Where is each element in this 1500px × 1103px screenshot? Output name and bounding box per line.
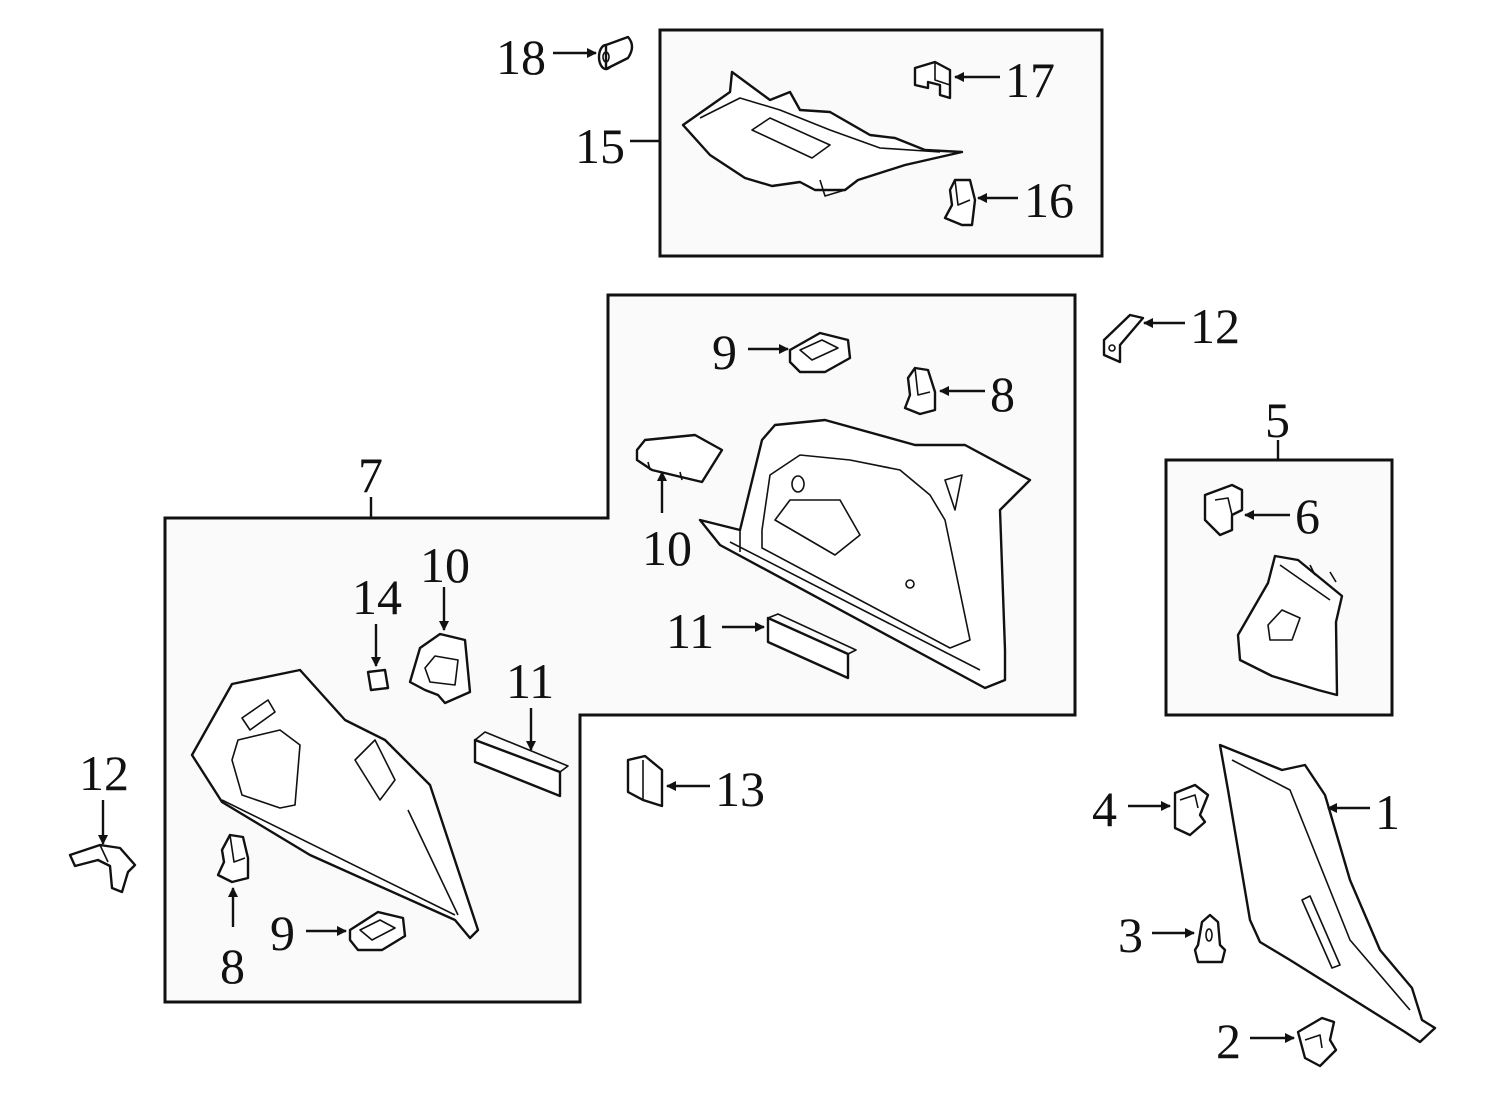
callout-7: 7: [358, 447, 383, 503]
push-pin-part-3: [1193, 913, 1227, 964]
callout-3: 3: [1118, 907, 1143, 963]
callout-8-upper: 8: [990, 366, 1015, 422]
callout-11-lower: 11: [506, 653, 554, 709]
callout-12-upper: 12: [1190, 298, 1240, 354]
callout-15: 15: [575, 118, 625, 174]
retainer-part-8-lower: [216, 833, 250, 884]
callout-14: 14: [352, 569, 402, 625]
callout-1: 1: [1375, 784, 1400, 840]
strip-part-11-upper: [766, 613, 857, 680]
callout-10-lower: 10: [420, 537, 470, 593]
callout-17: 17: [1005, 52, 1055, 108]
quarter-trim-panel-lower: [190, 668, 480, 940]
callout-4: 4: [1092, 781, 1117, 837]
cover-cap-part-10-upper: [635, 433, 724, 484]
callout-18: 18: [496, 29, 546, 85]
callout-16: 16: [1024, 172, 1074, 228]
pad-part-13: [626, 754, 664, 808]
callout-12-lower: 12: [79, 745, 129, 801]
clip-part-9-upper: [788, 331, 852, 374]
callout-2: 2: [1216, 1013, 1241, 1069]
clip-part-4: [1173, 783, 1210, 837]
retainer-part-16: [943, 178, 977, 227]
callout-6: 6: [1295, 488, 1320, 544]
bracket-part-12-upper: [1102, 313, 1145, 364]
cover-part-10-lower: [408, 632, 472, 705]
shelf-trim-part-15: [681, 70, 964, 197]
pillar-trim-part-1: [1218, 743, 1437, 1044]
callout-9-upper: 9: [712, 324, 737, 380]
callout-9-lower: 9: [270, 905, 295, 961]
clip-part-2: [1296, 1016, 1338, 1068]
quarter-trim-panel-upper: [698, 418, 1032, 690]
callout-10-upper: 10: [642, 520, 692, 576]
callout-13: 13: [715, 761, 765, 817]
callout-5: 5: [1265, 392, 1290, 448]
callout-11-upper: 11: [666, 603, 714, 659]
bolt-part-18: [597, 35, 634, 71]
retainer-part-8-upper: [903, 366, 937, 416]
bracket-part-12-lower: [68, 843, 137, 894]
callout-8-lower: 8: [220, 938, 245, 994]
trim-cover-part-5: [1236, 554, 1344, 697]
clip-part-9-lower: [348, 910, 407, 952]
clip-part-14: [366, 668, 390, 692]
clip-part-6: [1203, 483, 1244, 537]
clip-part-17: [913, 60, 952, 100]
